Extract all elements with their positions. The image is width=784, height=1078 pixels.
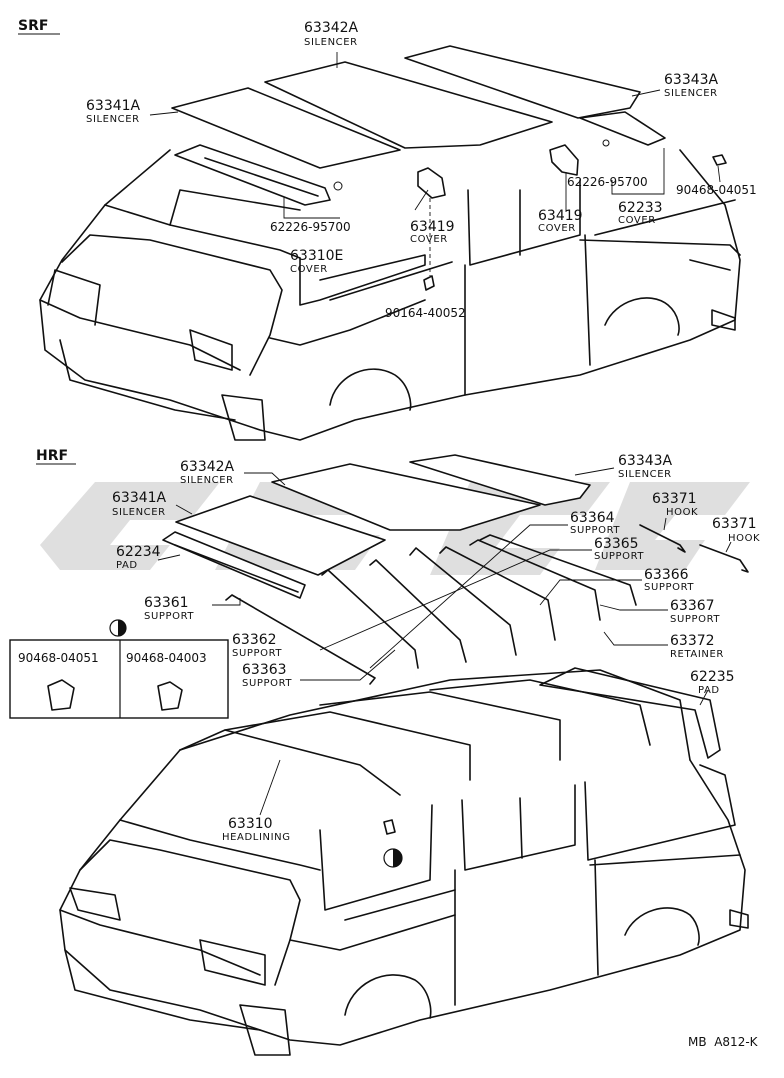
srf-label-90468-04051: 90468-04051 <box>676 183 757 197</box>
srf-cover-63310e-shape <box>174 144 331 206</box>
hrf-label-63363-name: SUPPORT <box>242 678 292 689</box>
hrf-label-63362-name: SUPPORT <box>232 648 282 659</box>
hrf-label-62234-num: 62234 <box>116 544 161 560</box>
hrf-marker-circle-a <box>109 619 127 637</box>
srf-label-90164-40052: 90164-40052 <box>385 306 466 320</box>
srf-section-label: SRF <box>18 18 48 34</box>
hrf-marker-circle-b <box>383 848 403 868</box>
hrf-label-63371a-num: 63371 <box>652 491 697 507</box>
hrf-silencer-63343a-shape <box>409 454 591 506</box>
srf-label-63341a-name: SILENCER <box>86 114 140 125</box>
srf-label-63342a-num: 63342A <box>304 20 359 36</box>
hrf-label-63371a-name: HOOK <box>666 507 698 518</box>
srf-label-62233-num: 62233 <box>618 200 663 216</box>
srf-clip-62226-left-shape <box>333 181 343 191</box>
srf-label-62226-right: 62226-95700 <box>567 175 648 189</box>
srf-silencer-63342a-shape <box>264 61 553 149</box>
hrf-label-63310-name: HEADLINING <box>222 832 291 843</box>
srf-label-63343a-name: SILENCER <box>664 88 718 99</box>
srf-label-63341a-num: 63341A <box>86 98 141 114</box>
hrf-label-63371b-name: HOOK <box>728 533 760 544</box>
hrf-label-63361-name: SUPPORT <box>144 611 194 622</box>
hrf-label-63364-num: 63364 <box>570 510 615 526</box>
srf-label-63310e-num: 63310E <box>290 248 343 264</box>
srf-label-63343a-num: 63343A <box>664 72 719 88</box>
srf-label-63419-right-name: COVER <box>538 223 576 234</box>
hrf-pad-62235-shape <box>539 667 721 759</box>
hrf-silencer-63341a-shape <box>175 495 386 576</box>
srf-cover-63419-right-shape <box>549 144 579 176</box>
srf-label-62233-name: COVER <box>618 215 656 226</box>
hrf-label-63343a-num: 63343A <box>618 453 673 469</box>
hrf-label-63365-num: 63365 <box>594 536 639 552</box>
srf-label-62226-left: 62226-95700 <box>270 220 351 234</box>
hrf-label-63372-num: 63372 <box>670 633 715 649</box>
hrf-label-63366-num: 63366 <box>644 567 689 583</box>
srf-label-63419-right-num: 63419 <box>538 208 583 224</box>
hrf-label-63363-num: 63363 <box>242 662 287 678</box>
hrf-vehicle-body <box>59 669 749 1056</box>
hrf-label-63367-num: 63367 <box>670 598 715 614</box>
hrf-label-63341a-num: 63341A <box>112 490 167 506</box>
srf-silencer-63341a-shape <box>171 87 401 169</box>
hrf-label-63342a-num: 63342A <box>180 459 235 475</box>
hrf-label-63367-name: SUPPORT <box>670 614 720 625</box>
srf-cover-62233-shape <box>579 111 666 146</box>
srf-leader-lines <box>149 52 721 290</box>
inset-label-left: 90468-04051 <box>18 651 99 665</box>
hrf-label-63361-num: 63361 <box>144 595 189 611</box>
hrf-label-63366-name: SUPPORT <box>644 582 694 593</box>
hrf-section-label: HRF <box>36 448 68 464</box>
srf-screw-90164-shape <box>423 275 435 291</box>
srf-vehicle-body <box>39 149 741 441</box>
hrf-label-63364-name: SUPPORT <box>570 525 620 536</box>
hrf-label-63343a-name: SILENCER <box>618 469 672 480</box>
srf-label-63310e-name: COVER <box>290 264 328 275</box>
srf-label-63419-mid-num: 63419 <box>410 219 455 235</box>
hrf-pad-crease <box>174 544 299 593</box>
srf-clip-62226-right-shape <box>602 139 610 147</box>
hrf-label-63365-name: SUPPORT <box>594 551 644 562</box>
hrf-label-63341a-name: SILENCER <box>112 507 166 518</box>
diagram-ref-code: MB A812-K <box>688 1035 759 1049</box>
hrf-hook-63371b-shape <box>699 544 749 573</box>
hrf-label-62234-name: PAD <box>116 560 138 571</box>
hrf-hook-63371a-shape <box>639 524 686 553</box>
srf-silencer-63343a-shape <box>404 45 641 119</box>
srf-cover-63419-mid-shape <box>417 167 446 199</box>
hrf-label-63362-num: 63362 <box>232 632 277 648</box>
hrf-leader-lines <box>157 467 732 816</box>
hrf-silencer-63342a-shape <box>271 463 541 531</box>
hrf-label-63342a-name: SILENCER <box>180 475 234 486</box>
srf-label-63342a-name: SILENCER <box>304 37 358 48</box>
srf-cover-crease <box>204 157 319 197</box>
hrf-inset-box <box>9 639 229 719</box>
srf-label-63419-mid-name: COVER <box>410 234 448 245</box>
hrf-label-62235-num: 62235 <box>690 669 735 685</box>
inset-label-right: 90468-04003 <box>126 651 207 665</box>
srf-clip-90468-shape <box>712 154 727 166</box>
hrf-label-63372-name: RETAINER <box>670 649 724 660</box>
hrf-label-63310-num: 63310 <box>228 816 273 832</box>
hrf-label-63371b-num: 63371 <box>712 516 757 532</box>
hrf-label-62235-name: PAD <box>698 685 720 696</box>
